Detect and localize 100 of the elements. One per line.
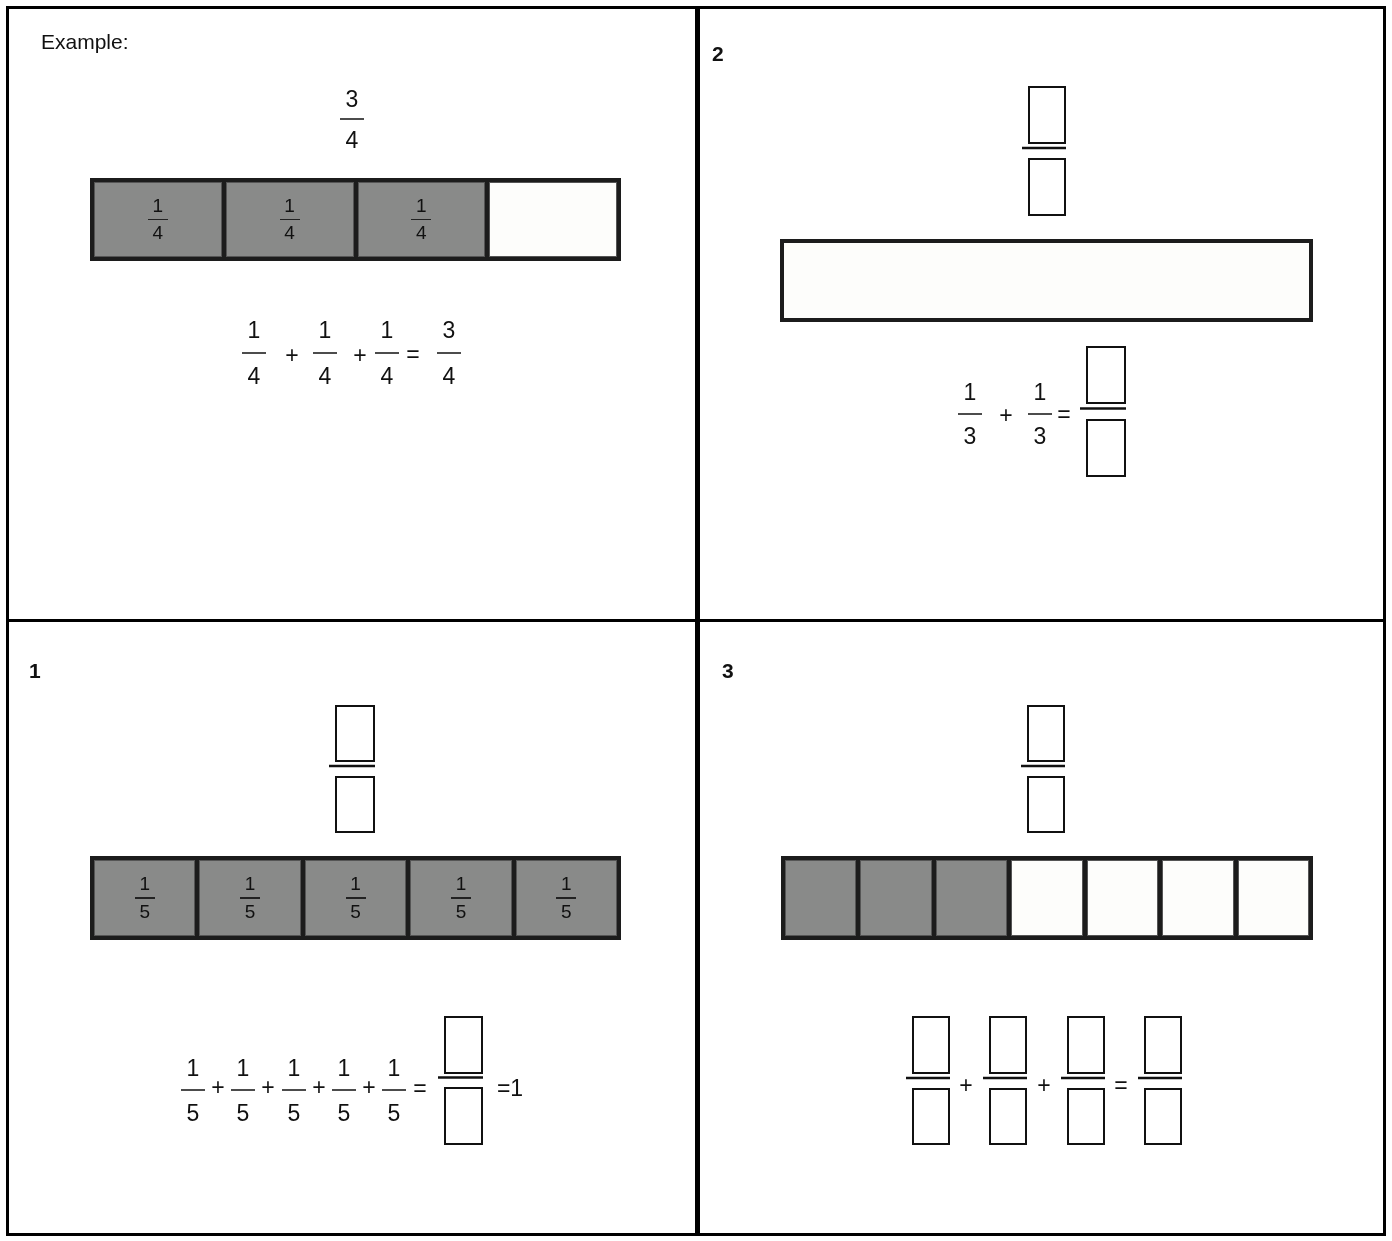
denominator: 4 bbox=[416, 222, 427, 245]
math-term: + bbox=[362, 1075, 376, 1099]
bar-segment bbox=[410, 860, 512, 936]
bar-segment bbox=[1237, 860, 1309, 936]
exercise-panel bbox=[6, 6, 698, 622]
exercise-number: 2 bbox=[712, 43, 724, 64]
bar-segment bbox=[1162, 860, 1234, 936]
numerator: 1 bbox=[416, 194, 427, 217]
math-term: 3 bbox=[1033, 424, 1047, 448]
bar-segment bbox=[94, 860, 196, 936]
math-term: = bbox=[1057, 402, 1071, 426]
denominator: 5 bbox=[139, 900, 150, 923]
math-term: 1 bbox=[387, 1056, 401, 1080]
math-term: 4 bbox=[247, 364, 261, 388]
math-term: 4 bbox=[380, 364, 394, 388]
fraction-bar-model bbox=[780, 239, 1313, 322]
math-term: 5 bbox=[387, 1101, 401, 1125]
math-term: 5 bbox=[186, 1101, 200, 1125]
math-term: + bbox=[1037, 1073, 1051, 1097]
answer-box bbox=[1028, 158, 1066, 216]
fraction-bar-model bbox=[781, 856, 1313, 940]
math-term: 1 bbox=[287, 1056, 301, 1080]
math-term: + bbox=[285, 343, 299, 367]
math-term: 1 bbox=[380, 318, 394, 342]
math-term: = bbox=[1114, 1073, 1128, 1097]
math-term: + bbox=[211, 1075, 225, 1099]
bar-segment bbox=[225, 182, 354, 257]
math-term: 5 bbox=[337, 1101, 351, 1125]
numerator: 1 bbox=[561, 873, 572, 896]
answer-box bbox=[1027, 776, 1065, 833]
answer-box bbox=[912, 1088, 950, 1145]
answer-box bbox=[335, 776, 375, 833]
bar-segment bbox=[1011, 860, 1083, 936]
math-term: + bbox=[312, 1075, 326, 1099]
denominator: 5 bbox=[244, 900, 256, 923]
answer-box bbox=[1028, 86, 1066, 144]
math-term: 1 bbox=[963, 380, 977, 404]
bar-segment bbox=[785, 860, 857, 936]
math-term: 1 bbox=[186, 1056, 200, 1080]
answer-box bbox=[444, 1016, 483, 1074]
exercise-panel bbox=[697, 6, 1386, 622]
bar-segment bbox=[935, 860, 1008, 936]
math-term: =1 bbox=[496, 1076, 524, 1100]
answer-box bbox=[1027, 705, 1065, 762]
numerator: 1 bbox=[350, 873, 361, 896]
fraction-bar-model bbox=[90, 856, 621, 940]
numerator: 1 bbox=[244, 873, 256, 896]
math-term: 3 bbox=[963, 424, 977, 448]
exercise-panel bbox=[697, 619, 1386, 1236]
answer-box bbox=[1086, 346, 1126, 404]
answer-box bbox=[1144, 1088, 1182, 1145]
answer-box bbox=[1086, 419, 1126, 477]
bar-segment bbox=[860, 860, 932, 936]
math-term: 4 bbox=[345, 128, 359, 152]
numerator: 1 bbox=[455, 873, 467, 896]
exercise-number: 1 bbox=[29, 660, 41, 681]
math-term: 5 bbox=[236, 1101, 250, 1125]
math-term: = bbox=[406, 342, 420, 366]
denominator: 5 bbox=[561, 900, 572, 923]
answer-box bbox=[989, 1088, 1027, 1145]
bar-segment bbox=[94, 182, 222, 257]
answer-box bbox=[989, 1016, 1027, 1074]
math-term: 3 bbox=[442, 318, 456, 342]
math-term: + bbox=[959, 1073, 973, 1097]
math-term: = bbox=[413, 1076, 427, 1100]
answer-box bbox=[1144, 1016, 1182, 1074]
numerator: 1 bbox=[284, 194, 295, 217]
bar-segment bbox=[489, 182, 617, 257]
math-term: 1 bbox=[318, 318, 332, 342]
bar-segment bbox=[357, 182, 486, 257]
panel-heading: Example: bbox=[41, 31, 129, 52]
math-term: 1 bbox=[247, 318, 261, 342]
answer-box bbox=[444, 1087, 483, 1145]
math-term: 3 bbox=[345, 87, 359, 111]
denominator: 5 bbox=[350, 900, 361, 923]
math-term: 5 bbox=[287, 1101, 301, 1125]
math-term: 1 bbox=[337, 1056, 351, 1080]
bar-segment bbox=[199, 860, 301, 936]
math-term: 4 bbox=[318, 364, 332, 388]
answer-box bbox=[1067, 1088, 1105, 1145]
math-term: 4 bbox=[442, 364, 456, 388]
bar-segment bbox=[304, 860, 407, 936]
numerator: 1 bbox=[139, 873, 150, 896]
answer-box bbox=[335, 705, 375, 762]
answer-box bbox=[1067, 1016, 1105, 1074]
exercise-panel bbox=[6, 619, 698, 1236]
bar-segment bbox=[1086, 860, 1159, 936]
math-term: + bbox=[999, 403, 1013, 427]
denominator: 4 bbox=[152, 222, 164, 245]
bar-segment bbox=[515, 860, 618, 936]
numerator: 1 bbox=[152, 194, 164, 217]
math-term: 1 bbox=[1033, 380, 1047, 404]
math-term: + bbox=[353, 343, 367, 367]
math-term: + bbox=[261, 1075, 275, 1099]
exercise-number: 3 bbox=[722, 660, 734, 681]
fraction-bar-model bbox=[90, 178, 621, 261]
answer-box bbox=[912, 1016, 950, 1074]
denominator: 5 bbox=[455, 900, 467, 923]
math-term: 1 bbox=[236, 1056, 250, 1080]
denominator: 4 bbox=[284, 222, 295, 245]
